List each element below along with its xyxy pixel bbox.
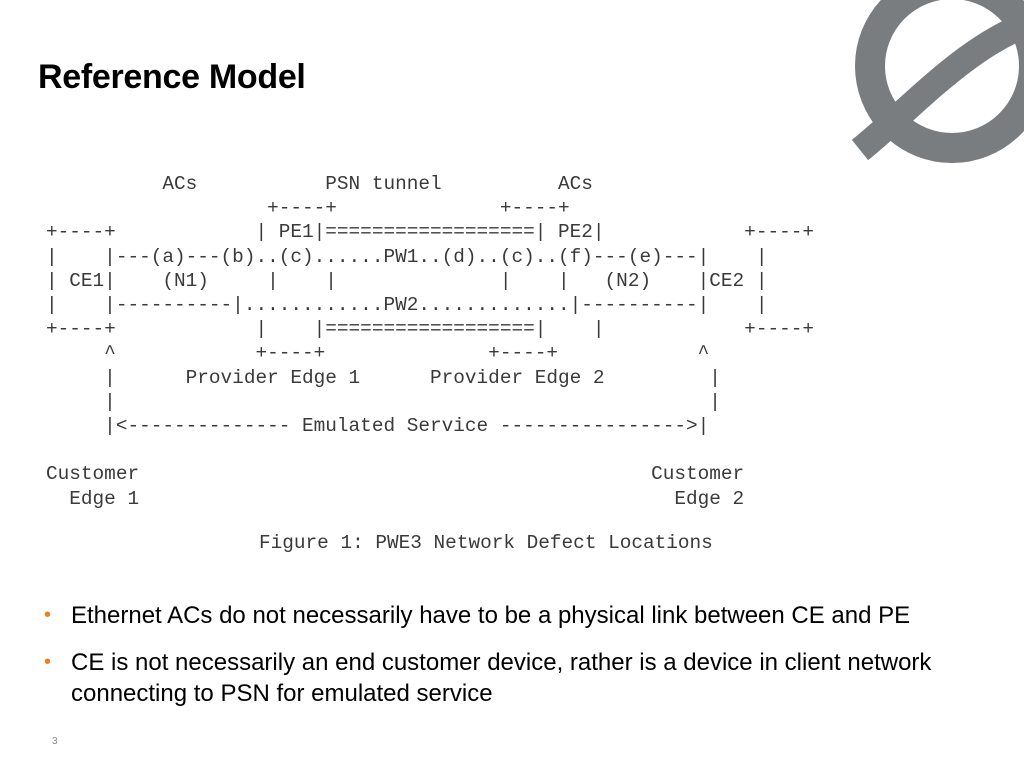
- page-number: 3: [52, 736, 58, 747]
- bullet-dot-icon: •: [44, 651, 52, 673]
- diagram-line: | CE1| (N1) | | | | (N2) |CE2 |: [46, 269, 768, 292]
- diagram-line: ^ +----+ +----+ ^: [46, 342, 710, 365]
- company-logo-icon: [851, 0, 1024, 163]
- figure-caption: Figure 1: PWE3 Network Defect Locations: [259, 532, 713, 554]
- diagram-line: ACs PSN tunnel ACs: [46, 173, 593, 195]
- bullet-list: • Ethernet ACs do not necessarily have t…: [44, 600, 944, 725]
- bullet-text: CE is not necessarily an end customer de…: [71, 649, 932, 707]
- bullet-item: • Ethernet ACs do not necessarily have t…: [44, 600, 944, 631]
- diagram-line: Edge 1 Edge 2: [46, 487, 745, 510]
- bullet-dot-icon: •: [44, 604, 52, 626]
- diagram-line: +----+ | |==================| | +----+: [46, 318, 814, 341]
- pwe3-reference-diagram: ACs PSN tunnel ACs +----+ +----+ +----+ …: [46, 172, 986, 572]
- diagram-line: | |: [46, 390, 721, 413]
- diagram-line: |<-------------- Emulated Service ------…: [46, 415, 710, 438]
- diagram-line: | |---(a)---(b)..(c)......PW1..(d)..(c).…: [46, 245, 768, 268]
- bullet-text: Ethernet ACs do not necessarily have to …: [71, 602, 911, 629]
- slide-title: Reference Model: [38, 58, 306, 96]
- bullet-item: • CE is not necessarily an end customer …: [44, 647, 944, 709]
- diagram-line: Customer Customer: [46, 463, 745, 486]
- ascii-diagram: ACs PSN tunnel ACs +----+ +----+ +----+ …: [46, 172, 986, 511]
- diagram-line: +----+ +----+: [46, 197, 570, 220]
- diagram-line: | Provider Edge 1 Provider Edge 2 |: [46, 366, 721, 389]
- diagram-line: +----+ | PE1|==================| PE2| +-…: [46, 221, 814, 244]
- diagram-line: | |----------|............PW2...........…: [46, 294, 768, 317]
